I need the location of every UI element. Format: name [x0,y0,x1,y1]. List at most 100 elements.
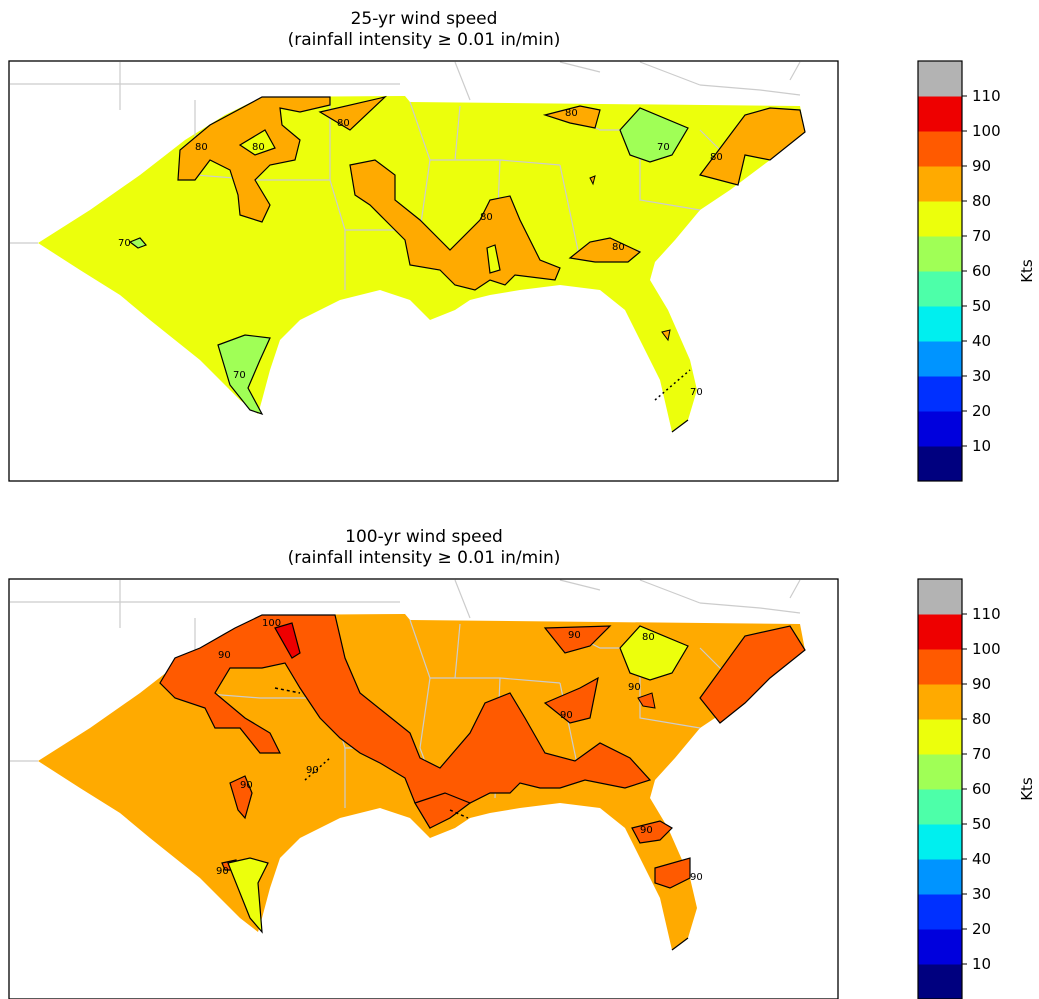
contour-label: 80 [195,142,208,153]
colorbar-label: Kts [1018,777,1036,801]
colorbar-bin [918,964,962,999]
colorbar-tick-label: 60 [972,780,991,798]
contour-label: 80 [565,108,578,119]
contour-region-70-a [619,107,689,163]
state-boundaries-outer [10,61,801,244]
contour-label: 80 [252,142,265,153]
contour-label: 80 [480,212,493,223]
colorbar-bin [918,201,962,237]
colorbar-bin [918,614,962,650]
colorbar-tick-label: 50 [972,815,991,833]
colorbar-bin [918,341,962,377]
colorbar-tick-label: 70 [972,745,991,763]
colorbar-tick-label: 90 [972,157,991,175]
colorbar-bin [918,96,962,132]
colorbar-bin [918,306,962,342]
colorbar-bin [918,61,962,97]
colorbar-tick-label: 110 [972,605,1001,623]
contour-label: 80 [710,152,723,163]
colorbar-bin [918,166,962,202]
colorbar-label: Kts [1018,259,1036,283]
contour-region-80-a [177,96,331,223]
colorbar-bin [918,376,962,412]
contour-line-70 [671,419,689,433]
colorbar-bin [918,271,962,307]
contour-region-80-a [619,625,689,681]
contour-region-70-c [128,237,148,249]
colorbar-bin [918,894,962,930]
colorbar-bin [918,649,962,685]
contour-label: 90 [560,710,573,721]
contour-region-80-b [318,95,388,131]
contour-label: 80 [612,242,625,253]
contour-label: 90 [568,630,581,641]
panel-100yr-map: 100 90 90 80 90 90 90 90 90 90 90 [10,579,806,951]
contour-region-80-c [349,159,561,291]
contour-region-90-c [543,625,612,654]
colorbar-tick-label: 70 [972,227,991,245]
contour-label: 90 [628,682,641,693]
colorbar-bin [918,411,962,447]
contour-region-90-h [654,857,691,889]
colorbar-tick-label: 100 [972,640,1001,658]
contour-label: 70 [233,370,246,381]
colorbar-tick-label: 20 [972,920,991,938]
contour-label: 70 [657,142,670,153]
contour-label: 100 [262,618,281,629]
colorbar-bin [918,859,962,895]
contour-region-80-e [542,105,601,129]
colorbar-tick-label: 50 [972,297,991,315]
contour-region-80-h [661,329,671,342]
contour-region-80-g [589,175,596,186]
panel-25yr-frame [8,60,839,482]
contour-label: 90 [306,765,319,776]
contour-region-90-b [699,625,806,724]
colorbar-tick-label: 20 [972,402,991,420]
contour-dashed-a [274,687,301,694]
colorbar-bin [918,719,962,755]
contour-region-80-b [227,857,269,934]
contour-region-90-e [229,775,253,820]
colorbar-tick-label: 90 [972,675,991,693]
panel-25yr-title-line1: 25-yr wind speed [351,9,498,29]
colorbar-tick-label: 100 [972,122,1001,140]
colorbar-bin [918,236,962,272]
contour-region-90-j [414,792,472,829]
contour-region-90-i [637,692,656,709]
panel-25yr-map: 80 80 80 80 70 80 80 80 70 70 70 [10,61,806,433]
contour-label: 90 [218,650,231,661]
contour-label: 80 [337,118,350,129]
contour-line-90 [671,937,689,951]
colorbar-bin [918,929,962,965]
contour-hole-80-b [486,244,501,274]
contour-label: 90 [640,825,653,836]
contour-dashed-b [304,757,331,781]
contour-region-80-f [698,107,806,186]
contour-label: 90 [240,780,253,791]
colorbar-tick-label: 10 [972,437,991,455]
colorbar-tick-label: 110 [972,87,1001,105]
colorbar-tick-label: 30 [972,885,991,903]
panel-25yr: 25-yr wind speed (rainfall intensity ≥ 0… [8,9,839,482]
state-boundaries-outer [10,579,801,762]
colorbar-bin [918,754,962,790]
colorbar-bin [918,579,962,615]
colorbar-tick-label: 30 [972,367,991,385]
contour-region-90-g [631,820,673,844]
colorbar-tick-label: 60 [972,262,991,280]
contour-label: 70 [118,238,131,249]
colorbar-bin [918,789,962,825]
contour-label: 90 [216,866,229,877]
contour-label: 80 [642,632,655,643]
contour-region-70-b [217,334,271,416]
colorbar-tick-label: 80 [972,710,991,728]
contour-region-80-d [568,237,642,263]
panel-100yr-frame [8,578,839,999]
colorbar-tick-label: 40 [972,850,991,868]
colorbar-bin [918,824,962,860]
panel-100yr-title-line1: 100-yr wind speed [345,527,503,547]
colorbar-tick-label: 10 [972,955,991,973]
colorbar-tick-label: 80 [972,192,991,210]
